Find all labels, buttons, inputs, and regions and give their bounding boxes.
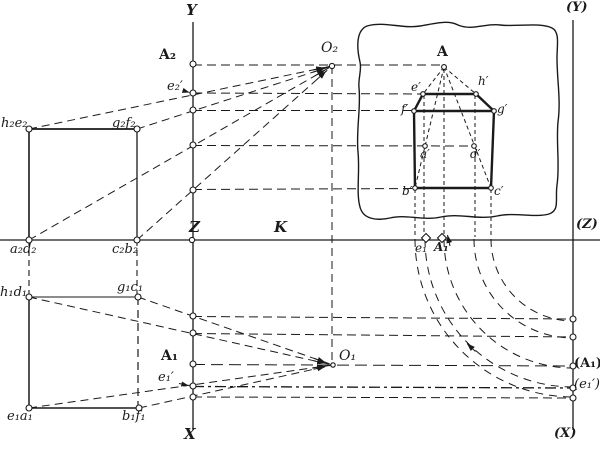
label-b1f1: b₁f₁	[122, 409, 146, 424]
perspective-cube-solid	[412, 92, 498, 190]
point-e1-ground	[420, 232, 432, 244]
label-a2d2: a₂d₂	[10, 242, 37, 257]
label-a-picture: A	[437, 44, 448, 60]
perspective-cube-hidden	[414, 66, 492, 189]
label-c-prime: c′	[494, 184, 504, 198]
point-a1-ground	[436, 232, 448, 244]
label-g2f2: g₂f₂	[112, 116, 136, 131]
point-o1	[330, 362, 336, 368]
label-a1-ground: A₁	[434, 240, 449, 254]
label-e2-prime: e₂′	[167, 79, 183, 94]
label-o2: O₂	[321, 40, 339, 56]
label-x-axis-right: (X)	[554, 426, 577, 441]
label-e-prime: e′	[411, 80, 421, 94]
plan-view-rect	[28, 240, 139, 409]
label-e1-ground: e₁	[415, 241, 427, 255]
label-o1: O₁	[339, 348, 357, 364]
label-e1a1: e₁a₁	[7, 409, 33, 424]
label-a2: A₂	[159, 47, 176, 63]
label-a1-rotated: (A₁)	[574, 356, 600, 371]
label-b-prime: b′	[402, 184, 413, 198]
diamond-markers	[420, 232, 448, 244]
label-d-prime: d′	[470, 147, 481, 161]
label-k-axis: K	[274, 218, 288, 236]
label-y-axis-right: (Y)	[566, 0, 588, 15]
label-c2b2: c₂b₂	[112, 242, 139, 257]
cube-drop-lines	[414, 69, 492, 237]
label-y-axis-top: Y	[186, 1, 197, 19]
label-pointer-arrows	[178, 87, 190, 387]
label-a-prime: a′	[420, 147, 430, 161]
axes	[0, 20, 600, 430]
label-e1-prime-left: e₁′	[158, 370, 174, 385]
label-h-prime: h′	[478, 74, 489, 88]
label-x-axis-bottom: X	[184, 425, 196, 443]
label-h2e2: h₂e₂	[1, 116, 28, 131]
label-z-origin: Z	[189, 218, 200, 236]
label-g1c1: g₁c₁	[117, 280, 144, 295]
picture-plane-border	[356, 21, 560, 220]
point-markers	[25, 60, 577, 412]
projection-rays-lower	[28, 296, 334, 409]
label-h1d1: h₁d₁	[0, 285, 28, 300]
label-f-prime: f′	[401, 102, 409, 116]
label-a1-left: A₁	[161, 348, 178, 364]
label-z-axis-right: (Z)	[576, 217, 598, 232]
label-g-prime: g′	[497, 102, 508, 116]
label-e1-prime-rotated: (e₁′)	[574, 377, 600, 392]
front-view-rect	[28, 128, 138, 240]
point-o2	[328, 62, 336, 70]
point-a	[441, 64, 447, 70]
transfer-rows-lower	[192, 316, 574, 399]
projection-rays-upper	[28, 65, 333, 241]
rotation-arcs	[414, 234, 574, 398]
